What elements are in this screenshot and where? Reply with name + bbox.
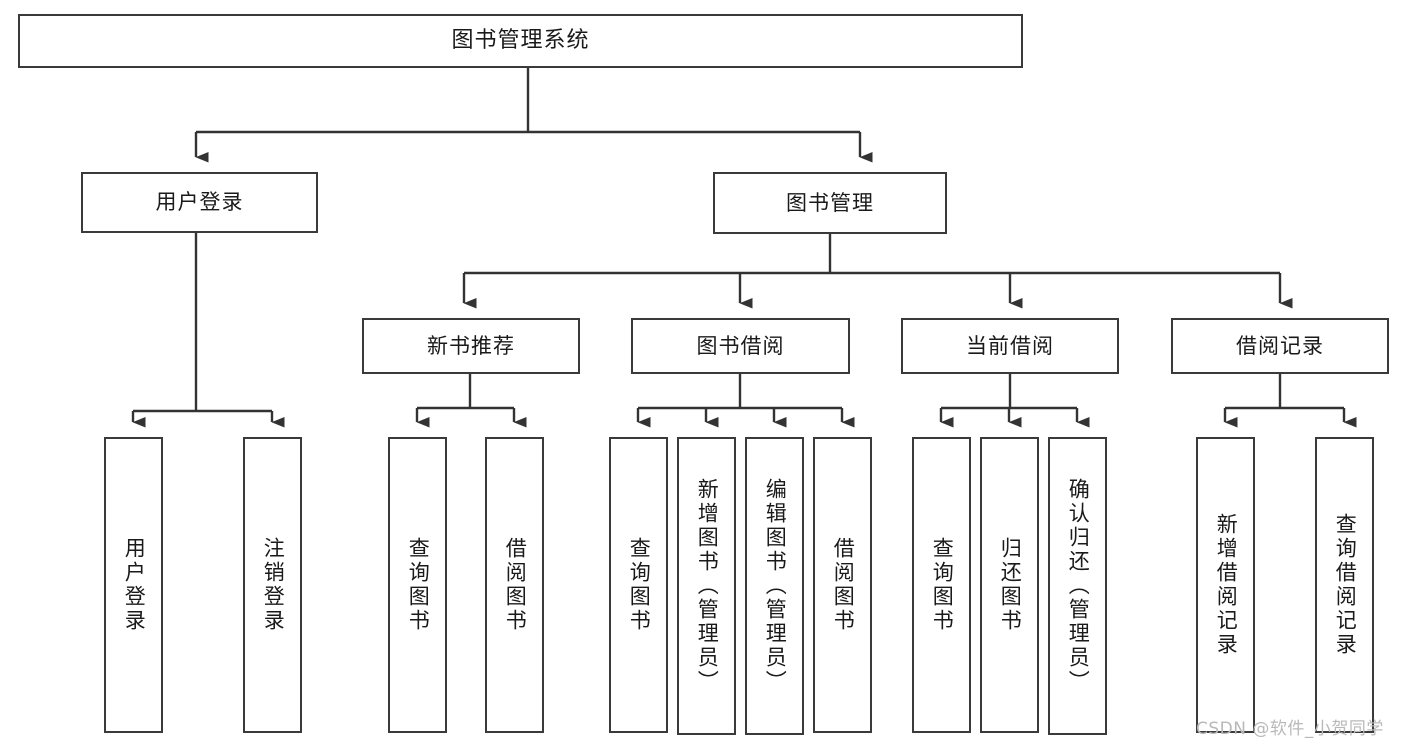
watermark: CSDN @软件_小贺同学 xyxy=(1196,719,1384,739)
leaf-confirm-return-label: 确认归还（管理员） xyxy=(1066,478,1091,694)
leaf-add-record[interactable]: 新增借阅记录 xyxy=(1196,437,1255,733)
leaf-query-record[interactable]: 查询借阅记录 xyxy=(1315,437,1374,733)
leaf-borrow-book-2[interactable]: 借阅图书 xyxy=(813,437,872,733)
leaf-return-book[interactable]: 归还图书 xyxy=(980,437,1039,733)
node-current-borrow-label: 当前借阅 xyxy=(966,333,1054,358)
node-book-manage[interactable]: 图书管理 xyxy=(713,172,947,234)
node-current-borrow[interactable]: 当前借阅 xyxy=(901,318,1119,374)
node-root[interactable]: 图书管理系统 xyxy=(18,14,1023,68)
leaf-add-record-label: 新增借阅记录 xyxy=(1214,513,1239,657)
leaf-borrow-book-2-label: 借阅图书 xyxy=(831,537,856,633)
leaf-query-book-3[interactable]: 查询图书 xyxy=(912,437,971,733)
leaf-logout[interactable]: 注销登录 xyxy=(243,437,302,733)
node-new-book-recommend[interactable]: 新书推荐 xyxy=(362,318,580,374)
leaf-query-book-1-label: 查询图书 xyxy=(406,537,431,633)
leaf-edit-book[interactable]: 编辑图书（管理员） xyxy=(745,437,804,735)
leaf-query-book-3-label: 查询图书 xyxy=(930,537,955,633)
node-new-book-recommend-label: 新书推荐 xyxy=(427,333,515,358)
node-borrow-record[interactable]: 借阅记录 xyxy=(1171,318,1389,374)
leaf-user-login-label: 用户登录 xyxy=(122,537,147,633)
leaf-edit-book-label: 编辑图书（管理员） xyxy=(763,478,788,694)
leaf-logout-label: 注销登录 xyxy=(261,537,286,633)
node-root-label: 图书管理系统 xyxy=(451,28,590,54)
leaf-query-book-1[interactable]: 查询图书 xyxy=(388,437,447,733)
leaf-confirm-return[interactable]: 确认归还（管理员） xyxy=(1048,437,1107,735)
node-book-borrow-label: 图书借阅 xyxy=(696,333,785,358)
node-book-manage-label: 图书管理 xyxy=(786,190,874,215)
node-user-login[interactable]: 用户登录 xyxy=(81,172,318,233)
leaf-query-record-label: 查询借阅记录 xyxy=(1333,513,1358,657)
node-book-borrow[interactable]: 图书借阅 xyxy=(631,318,850,374)
leaf-user-login[interactable]: 用户登录 xyxy=(104,437,163,733)
leaf-borrow-book-1[interactable]: 借阅图书 xyxy=(485,437,544,733)
node-user-login-label: 用户登录 xyxy=(155,190,244,215)
leaf-query-book-2[interactable]: 查询图书 xyxy=(609,437,668,733)
leaf-query-book-2-label: 查询图书 xyxy=(627,537,652,633)
node-borrow-record-label: 借阅记录 xyxy=(1236,333,1324,358)
leaf-add-book[interactable]: 新增图书（管理员） xyxy=(677,437,736,735)
leaf-borrow-book-1-label: 借阅图书 xyxy=(503,537,528,633)
leaf-add-book-label: 新增图书（管理员） xyxy=(695,478,720,694)
leaf-return-book-label: 归还图书 xyxy=(998,537,1023,633)
